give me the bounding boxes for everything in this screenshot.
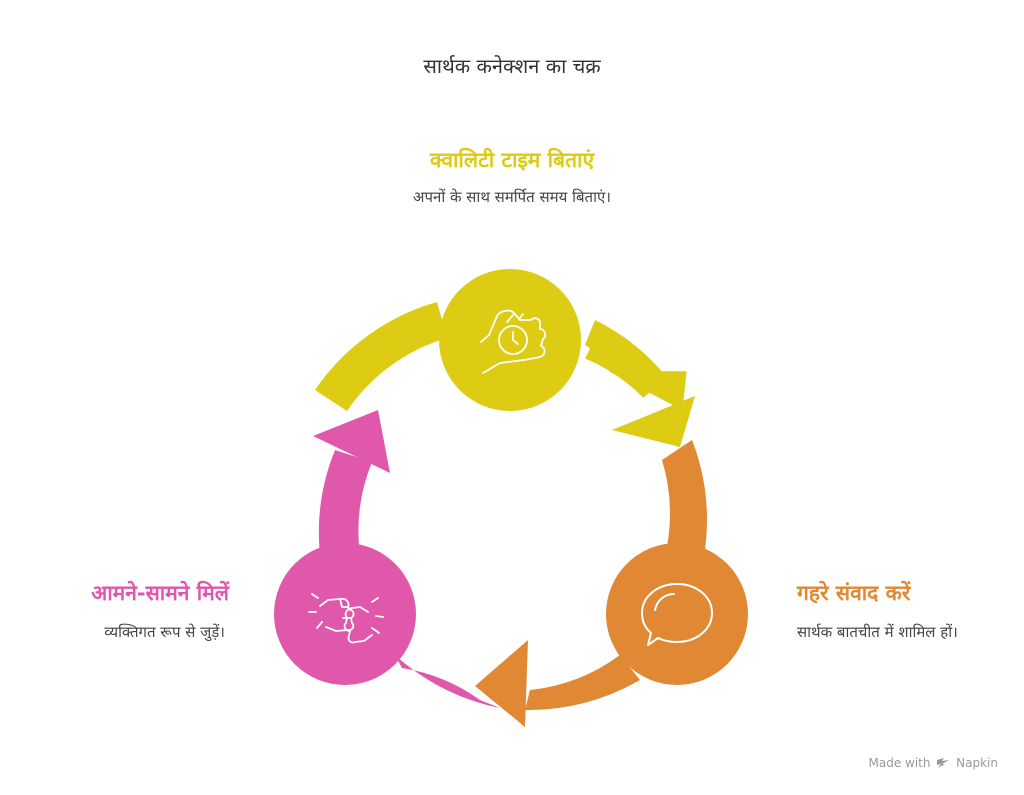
watermark-brand: Napkin <box>956 756 998 770</box>
step-description-quality-time: अपनों के साथ समर्पित समय बिताएं। <box>413 188 611 206</box>
node-deep-conversation <box>606 543 748 685</box>
step-heading-face-to-face: आमने-सामने मिलें <box>91 581 229 605</box>
clock-hand-icon <box>480 309 547 374</box>
ring-segment-yellow-right <box>585 320 665 395</box>
ring-segment-orange <box>662 440 708 575</box>
cycle-ring <box>313 302 708 727</box>
napkin-logo-icon <box>937 758 950 768</box>
fist-bump-icon <box>308 593 384 644</box>
napkin-watermark[interactable]: Made with Napkin <box>869 756 998 770</box>
step-description-face-to-face: व्यक्तिगत रूप से जुड़ें। <box>104 623 225 641</box>
step-heading-quality-time: क्वालिटी टाइम बिताएं <box>429 148 595 172</box>
arrow-conversation-to-meet-tip <box>475 640 528 727</box>
node-quality-time <box>439 269 581 411</box>
arrow-conversation-to-meet <box>525 655 640 711</box>
arrow-quality-to-conversation-tip <box>612 396 695 447</box>
step-description-deep-conversation: सार्थक बातचीत में शामिल हों। <box>797 623 958 641</box>
speech-bubble-icon <box>641 583 713 646</box>
ring-segment-yellow <box>315 302 447 411</box>
watermark-prefix: Made with <box>868 756 931 770</box>
arrow-meet-to-quality-tip <box>313 410 390 473</box>
ring-segment-pink <box>395 655 500 708</box>
step-heading-deep-conversation: गहरे संवाद करें <box>797 581 911 605</box>
diagram-title: सार्थक कनेक्शन का चक्र <box>423 54 601 78</box>
ring-segment-pink-left <box>318 450 372 555</box>
